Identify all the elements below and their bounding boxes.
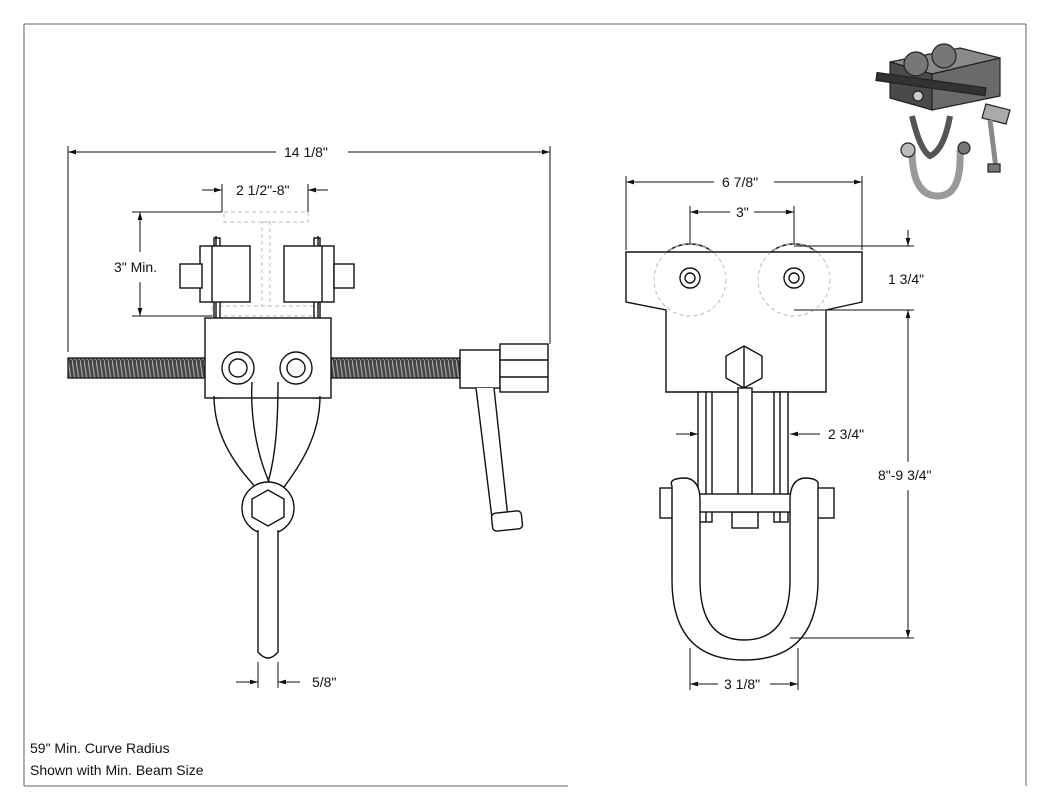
side-view bbox=[625, 243, 863, 661]
load-pin bbox=[257, 530, 279, 659]
dim-overall-width: 14 1/8" bbox=[284, 144, 328, 160]
dim-shackle-width: 3 1/8" bbox=[724, 676, 760, 692]
front-view bbox=[67, 211, 549, 659]
shackle-bow bbox=[670, 477, 819, 661]
dim-wheel-spacing: 3" bbox=[736, 204, 749, 220]
trolley-isometric-icon bbox=[875, 43, 1011, 200]
dim-overall-height: 8"-9 3/4" bbox=[878, 467, 932, 483]
trolley-side-plates bbox=[204, 236, 332, 399]
note-curve-radius: 59" Min. Curve Radius bbox=[30, 740, 170, 756]
wheel-right bbox=[283, 245, 355, 303]
side-plate-right bbox=[773, 391, 789, 523]
dim-flange-range: 2 1/2"-8" bbox=[236, 182, 290, 198]
crank-handle bbox=[459, 343, 549, 532]
dim-side-width: 6 7/8" bbox=[722, 174, 758, 190]
wheel-left bbox=[179, 245, 251, 303]
dim-wheel-height: 1 3/4" bbox=[888, 271, 924, 287]
center-rod bbox=[737, 387, 753, 501]
side-dimension-lines bbox=[625, 176, 914, 690]
note-beam-size: Shown with Min. Beam Size bbox=[30, 762, 204, 778]
front-dimension-lines bbox=[67, 146, 551, 688]
dim-min-depth: 3" Min. bbox=[114, 259, 157, 275]
dim-side-plate: 2 3/4" bbox=[828, 426, 864, 442]
dim-pin-diameter: 5/8" bbox=[312, 674, 336, 690]
hanger-arms bbox=[213, 381, 321, 491]
drawing-border bbox=[23, 23, 1027, 787]
side-plate-left bbox=[697, 391, 713, 523]
